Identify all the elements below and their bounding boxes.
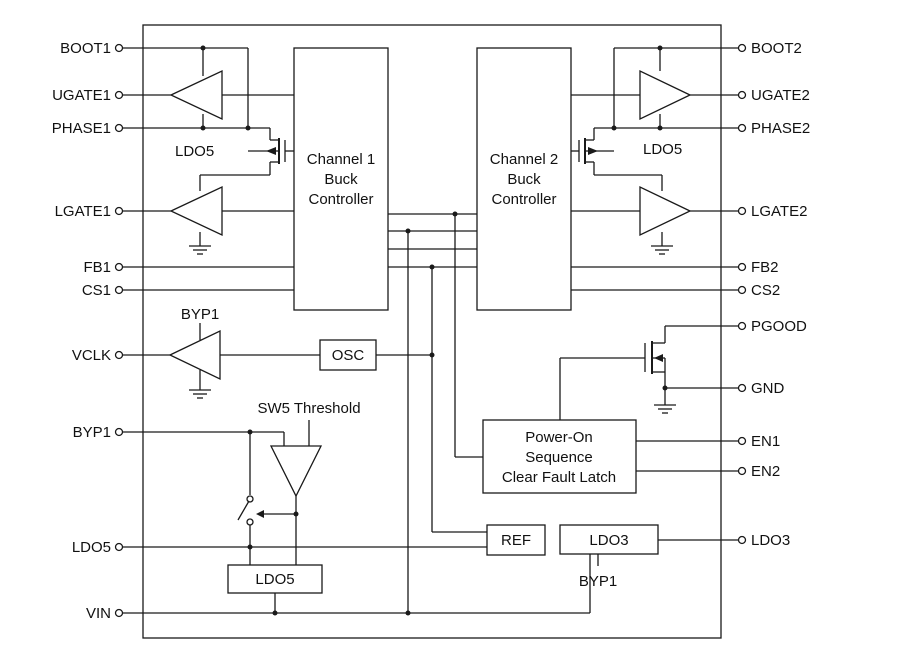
ref-block [486,524,546,556]
ch1-text-line3: Controller [308,191,373,208]
power-on-sequence-block [482,419,637,494]
ldo3-block [559,524,659,555]
label-byp1-bottom: BYP1 [579,573,617,590]
ugate2-driver-triangle [639,69,692,121]
ldo3-text: LDO3 [589,532,628,549]
sw5-comparator-triangle [269,445,323,498]
pin-label-ugate1: UGATE1 [52,87,111,104]
label-sw5-threshold: SW5 Threshold [257,400,360,417]
power-on-text-line3: Clear Fault Latch [502,469,616,486]
pin-label-fb1: FB1 [83,259,111,276]
osc-block [319,339,377,371]
ch2-text-line3: Controller [491,191,556,208]
power-on-text-line2: Sequence [525,449,593,466]
pin-label-boot1: BOOT1 [60,40,111,57]
pin-label-byp1: BYP1 [73,424,111,441]
pin-label-ldo3: LDO3 [751,532,790,549]
label-ldo5-right: LDO5 [643,141,682,158]
ldo5-switch-mosfet-left [199,128,294,191]
ch2-text-line2: Buck [507,171,541,188]
pin-label-vclk: VCLK [72,347,111,364]
pin-label-cs2: CS2 [751,282,780,299]
chip-outline [142,24,722,639]
pgood-mosfet [559,325,738,420]
pin-label-gnd: GND [751,380,785,397]
ground-icon-vclk [189,389,211,399]
ground-icon-lgate1 [189,245,211,255]
pin-label-boot2: BOOT2 [751,40,802,57]
channel2-buck-controller [476,47,572,311]
ldo5-switch-mosfet-right [571,128,663,191]
ground-icon-pgood [654,404,676,414]
ldo5-block [227,564,323,594]
pin-label-ugate2: UGATE2 [751,87,810,104]
ch1-text-line2: Buck [324,171,358,188]
ch2-text-line1: Channel 2 [490,151,558,168]
vclk-driver-triangle [168,329,221,381]
pin-label-lgate2: LGATE2 [751,203,807,220]
left-pin-circles [114,43,124,618]
pin-label-fb2: FB2 [751,259,779,276]
label-byp1-top: BYP1 [181,306,219,323]
ldo5-switch [237,495,254,547]
ref-text: REF [501,532,531,549]
label-ldo5-left: LDO5 [175,143,214,160]
power-on-text-line1: Power-On [525,429,593,446]
pin-label-lgate1: LGATE1 [55,203,111,220]
ground-icon-lgate2 [651,245,673,255]
pin-label-en2: EN2 [751,463,780,480]
lgate1-driver-triangle [169,185,223,237]
pin-label-phase2: PHASE2 [751,120,810,137]
right-pin-circles [737,43,747,545]
ch1-text-line1: Channel 1 [307,151,375,168]
ugate1-driver-triangle [169,69,223,121]
pin-label-pgood: PGOOD [751,318,807,335]
pin-label-phase1: PHASE1 [52,120,111,137]
pin-label-vin: VIN [86,605,111,622]
osc-text: OSC [332,347,365,364]
pin-label-ldo5: LDO5 [72,539,111,556]
lgate2-driver-triangle [639,185,692,237]
ldo5-block-text: LDO5 [255,571,294,588]
pin-label-en1: EN1 [751,433,780,450]
channel1-buck-controller [293,47,389,311]
pin-label-cs1: CS1 [82,282,111,299]
